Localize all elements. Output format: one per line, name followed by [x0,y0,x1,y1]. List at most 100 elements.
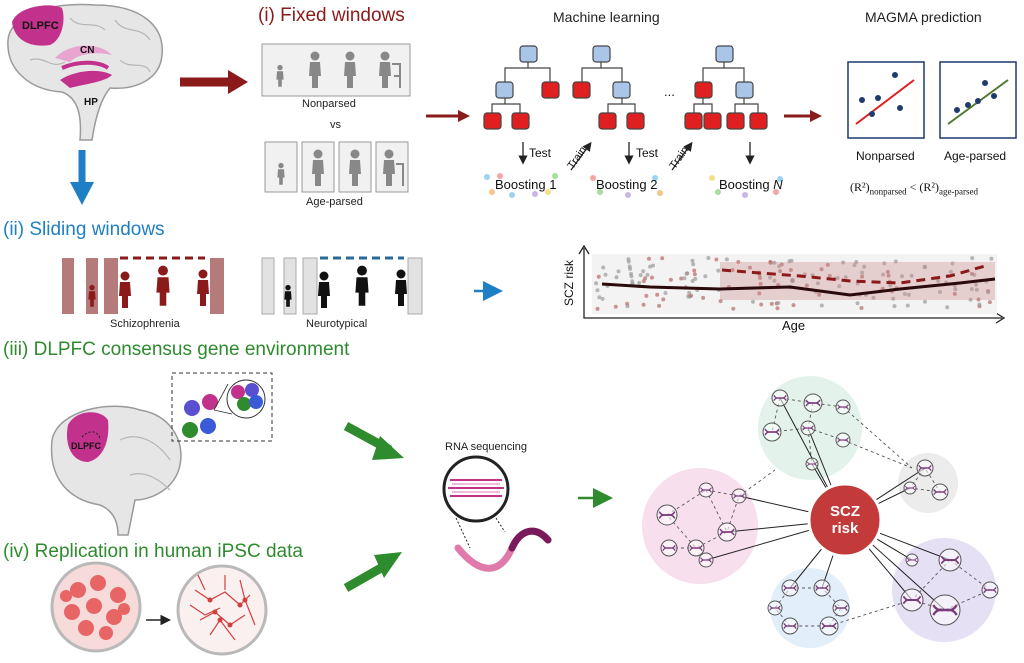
gene-node [781,617,799,635]
gene-node [717,522,737,542]
plot-dot [645,272,650,277]
arrowhead-brain-to-sliding [70,182,94,205]
plot-dot [902,292,907,296]
gene-node [731,488,747,504]
plot-dot [768,259,773,264]
magma-title: MAGMA prediction [865,9,982,25]
plot-dot [788,268,793,272]
plot-dot [777,264,782,269]
plot-dot [968,297,973,302]
plot-dot [776,301,781,305]
plot-dot [628,266,633,271]
plot-dot [703,274,708,279]
plot-dot [595,306,600,311]
label-age-parsed-window: Age-parsed [306,196,363,208]
gene-node [832,599,850,617]
plot-dot [601,265,606,270]
plot-dot [716,268,721,273]
scz-risk-line1: SCZ [830,503,860,520]
plot-dot [825,262,830,267]
tree-2 [572,45,645,130]
plot-dot [758,281,763,286]
plot-dot [600,296,605,301]
plot-dot [987,300,992,305]
plot-dot [909,273,914,278]
plot-dot [603,272,608,277]
plot-dot [643,276,648,281]
plot-dot [950,261,955,266]
rna-sequencing-lens [442,455,552,572]
label-cn: CN [80,45,95,56]
plot-dot [787,259,792,264]
section-title-fixed: (i) Fixed windows [258,5,405,26]
plot-dot [862,264,867,269]
plot-dot [891,296,896,301]
plot-dot [641,269,646,274]
gene-node [771,389,789,407]
gene-network [642,376,999,648]
plot-dot [885,269,890,274]
scz-age-plot [578,244,1006,324]
plot-dot [644,293,649,298]
plot-dot [772,260,777,265]
plot-dot [945,305,950,310]
plot-dot [594,281,599,286]
gene-node [813,579,831,597]
plot-dot [597,295,602,300]
plot-dot [970,256,975,261]
neurotypical-windows [261,256,423,315]
arrowhead-consensus-to-rna [372,436,404,460]
plot-dot [989,256,994,261]
scz-risk-line2: risk [831,520,859,537]
gene-node [762,422,782,442]
plot-dot [647,256,651,261]
gene-node [698,552,714,568]
plot-dot [791,303,796,308]
plot-dot [974,282,978,287]
gene-node [698,482,714,498]
gene-node [931,483,949,501]
plot-dot [969,271,974,276]
plot-dot [614,275,619,280]
plot-dot [668,277,673,282]
label-hp: HP [84,97,98,108]
plot-dot [819,303,824,308]
gene-node [819,616,839,636]
ml-title: Machine learning [553,9,660,25]
label-schizophrenia: Schizophrenia [110,318,180,330]
plot-dot [852,263,857,268]
plot-dot [952,291,957,296]
plot-dot [893,259,898,264]
plot-dot [835,276,840,280]
plot-dot [768,275,773,280]
section-title-consensus: (iii) DLPFC consensus gene environment [3,339,350,360]
plot-dot [860,274,865,279]
plot-dot [655,292,660,297]
plot-dot [701,295,706,300]
plot-dot [714,257,719,262]
plot-dot [660,256,665,261]
gene-node [805,457,819,471]
plot-dot [682,276,687,281]
tree-n [684,45,768,130]
label-boosting-n: Boosting N [719,177,783,192]
train-arrow-1 [570,141,592,171]
plot-dot [948,269,953,274]
plot-dot [841,260,846,265]
plot-dot [651,263,655,268]
plot-dot [684,271,689,276]
plot-dot [905,303,910,308]
plot-dot [837,284,842,289]
label-dlpfc-bottom: DLPFC [71,441,101,451]
plot-dot [596,274,601,279]
plot-dot [892,304,897,309]
plot-dot [616,269,621,274]
plot-dot [888,283,893,288]
brain-illustration-bottom [50,405,182,536]
plot-dot [613,304,618,309]
gene-node [916,459,934,477]
plot-dot [976,297,981,302]
gene-node [656,504,678,526]
plot-dot [692,272,697,277]
